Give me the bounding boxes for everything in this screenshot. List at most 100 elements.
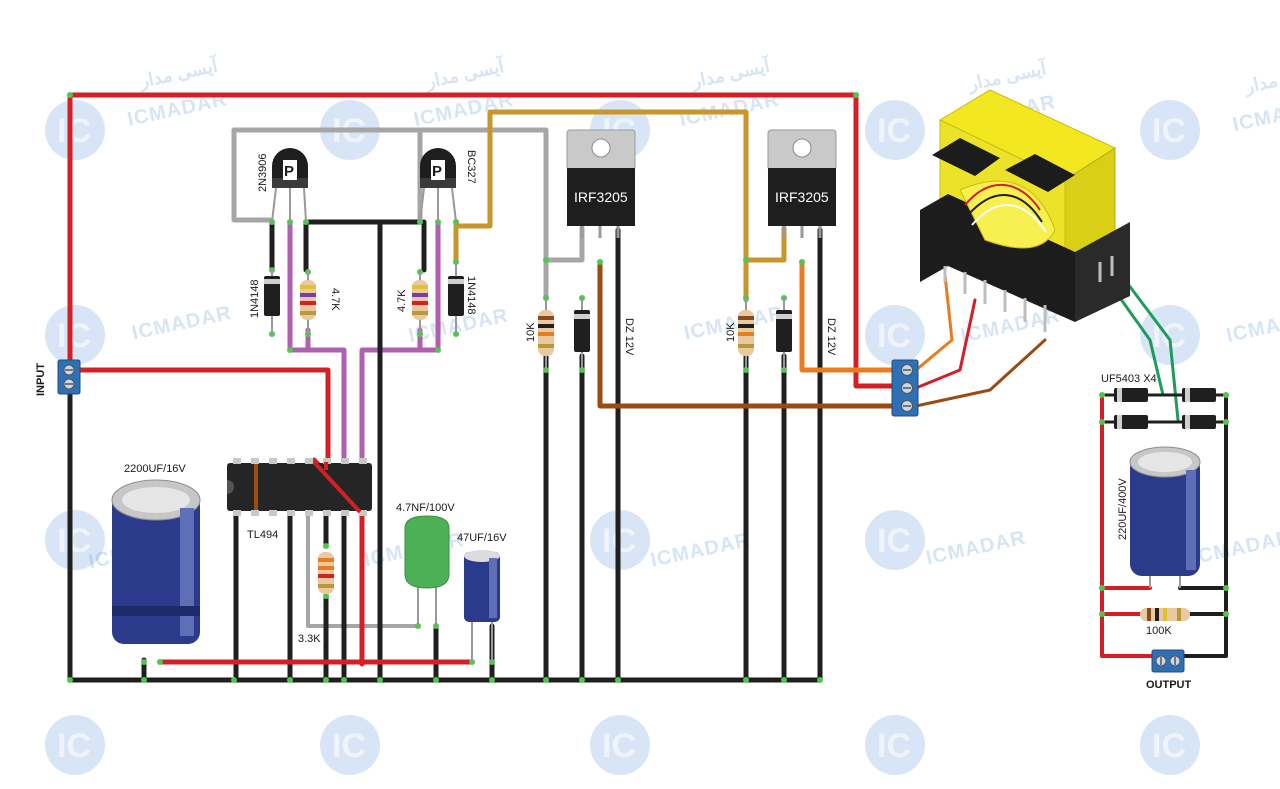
watermark-logo: IC bbox=[45, 715, 105, 775]
resistor-100k: 100K bbox=[1140, 608, 1190, 637]
watermark-logo: IC bbox=[865, 510, 925, 570]
wire-red-output bbox=[1100, 393, 1162, 658]
diode-1n4148-left: 1N4148 bbox=[249, 270, 280, 334]
watermark-brand-persian: آیسی مدار bbox=[422, 54, 508, 94]
resistor-4k7-right: 4.7K bbox=[396, 272, 428, 334]
wire-brown bbox=[597, 259, 903, 409]
watermark-logo-text: IC bbox=[1152, 112, 1186, 150]
watermark-logo-text: IC bbox=[877, 112, 911, 150]
capacitor-4n7-label: 4.7NF/100V bbox=[396, 502, 455, 514]
watermark-logo-text: IC bbox=[57, 727, 91, 765]
diode-1n4148-left-label: 1N4148 bbox=[249, 279, 261, 318]
watermark-logo: IC bbox=[1140, 100, 1200, 160]
watermark-brand-persian: آیسی مدار bbox=[964, 56, 1050, 96]
watermark-logo-text: IC bbox=[877, 317, 911, 355]
watermark-brand: ICMADAR bbox=[959, 305, 1063, 348]
resistor-3k3-label: 3.3K bbox=[298, 633, 321, 645]
resistor-10k-right-label: 10K bbox=[725, 322, 737, 342]
wire-red bbox=[67, 367, 331, 463]
wire-black-output bbox=[1174, 393, 1228, 658]
mosfet-irf3205-left-label: IRF3205 bbox=[574, 189, 628, 205]
capacitor-4n7: 4.7NF/100V bbox=[396, 502, 455, 626]
resistor-10k-right: 10K bbox=[725, 298, 754, 370]
watermark-logo-text: IC bbox=[57, 317, 91, 355]
mosfet-irf3205-right: IRF3205 bbox=[767, 129, 837, 238]
wire-gold bbox=[743, 225, 787, 263]
watermark-logo: IC bbox=[865, 100, 925, 160]
ic-tl494: TL494 bbox=[227, 458, 372, 541]
capacitor-2200uf-label: 2200UF/16V bbox=[124, 463, 186, 475]
input-terminal: INPUT bbox=[35, 359, 81, 396]
watermark-logo: IC bbox=[1140, 715, 1200, 775]
rectifier-diodes: UF5403 X4 bbox=[1101, 373, 1216, 429]
resistor-3k3: 3.3K bbox=[298, 552, 334, 645]
watermark-logo: IC bbox=[45, 305, 105, 365]
transformer bbox=[920, 89, 1130, 332]
watermark-logo: IC bbox=[45, 510, 105, 570]
transistor-marking: P bbox=[284, 163, 294, 180]
watermark-logo-text: IC bbox=[57, 112, 91, 150]
watermark-logo: IC bbox=[865, 305, 925, 365]
watermark-brand-persian: آیسی مدار bbox=[1241, 58, 1280, 98]
capacitor-220uf: 220UF/400V bbox=[1117, 446, 1201, 588]
resistor-10k-left-label: 10K bbox=[525, 322, 537, 342]
zener-12v-left-label: DZ 12V bbox=[623, 318, 635, 356]
watermark-brand-persian: آیسی مدار bbox=[136, 53, 222, 93]
diode-1n4148-right-label: 1N4148 bbox=[465, 276, 477, 315]
wire-purple bbox=[359, 219, 441, 463]
resistor-4k7-left-label: 4.7K bbox=[329, 288, 341, 311]
capacitor-47uf: 47UF/16V bbox=[457, 532, 507, 662]
zener-12v-right-label: DZ 12V bbox=[825, 318, 837, 356]
transistor-2n3906-label: 2N3906 bbox=[257, 153, 269, 192]
watermark-logo-text: IC bbox=[57, 522, 91, 560]
transistor-2n3906: P 2N3906 bbox=[257, 148, 308, 223]
capacitor-47uf-label: 47UF/16V bbox=[457, 532, 507, 544]
resistor-4k7-right-label: 4.7K bbox=[396, 289, 408, 312]
mosfet-irf3205-left: IRF3205 bbox=[566, 129, 636, 238]
watermark-logo-text: IC bbox=[332, 727, 366, 765]
watermark-logo: IC bbox=[45, 100, 105, 160]
solder-points bbox=[67, 92, 1229, 683]
zener-12v-right: DZ 12V bbox=[776, 298, 837, 370]
watermark-brand: ICMADAR bbox=[1224, 304, 1280, 347]
resistor-100k-label: 100K bbox=[1146, 625, 1172, 637]
watermark-logo-text: IC bbox=[877, 727, 911, 765]
transistor-marking: P bbox=[432, 163, 442, 180]
wire-orange bbox=[914, 273, 954, 372]
watermark-logo-text: IC bbox=[602, 727, 636, 765]
transistor-bc327: P BC327 bbox=[419, 148, 477, 223]
rectifier-label: UF5403 X4 bbox=[1101, 373, 1157, 385]
capacitor-220uf-label: 220UF/400V bbox=[1117, 478, 1129, 540]
output-label: OUTPUT bbox=[1146, 679, 1192, 691]
watermark-brand-persian: آیسی مدار bbox=[688, 53, 774, 93]
watermark-logo: IC bbox=[865, 715, 925, 775]
zener-12v-left: DZ 12V bbox=[574, 298, 635, 370]
watermark-logo: IC bbox=[590, 715, 650, 775]
wire-brown bbox=[914, 338, 1047, 408]
mosfet-irf3205-right-label: IRF3205 bbox=[775, 189, 829, 205]
resistor-10k-left: 10K bbox=[525, 298, 554, 370]
watermark-brand: ICMADAR bbox=[1190, 526, 1280, 569]
ic-tl494-label: TL494 bbox=[247, 529, 278, 541]
watermark-logo-text: IC bbox=[1152, 727, 1186, 765]
watermark-brand: ICMADAR bbox=[924, 527, 1028, 570]
watermark-logo-text: IC bbox=[877, 522, 911, 560]
transformer-terminal bbox=[891, 359, 919, 417]
resistor-4k7-left: 4.7K bbox=[300, 272, 341, 334]
wire-purple bbox=[287, 219, 347, 463]
watermark-brand: ICMADAR bbox=[130, 302, 234, 345]
capacitor-2200uf: 2200UF/16V bbox=[111, 463, 201, 644]
wire-orange bbox=[799, 259, 903, 373]
watermark-logo: IC bbox=[320, 715, 380, 775]
wire-gray bbox=[231, 127, 549, 301]
watermark-brand: ICMADAR bbox=[1231, 94, 1280, 137]
output-terminal: OUTPUT bbox=[1146, 649, 1192, 691]
transistor-bc327-label: BC327 bbox=[465, 150, 477, 184]
wire-gray bbox=[543, 225, 585, 263]
input-label: INPUT bbox=[35, 363, 47, 396]
wire-red-secondary bbox=[914, 298, 977, 390]
watermark-brand: ICMADAR bbox=[649, 529, 753, 572]
